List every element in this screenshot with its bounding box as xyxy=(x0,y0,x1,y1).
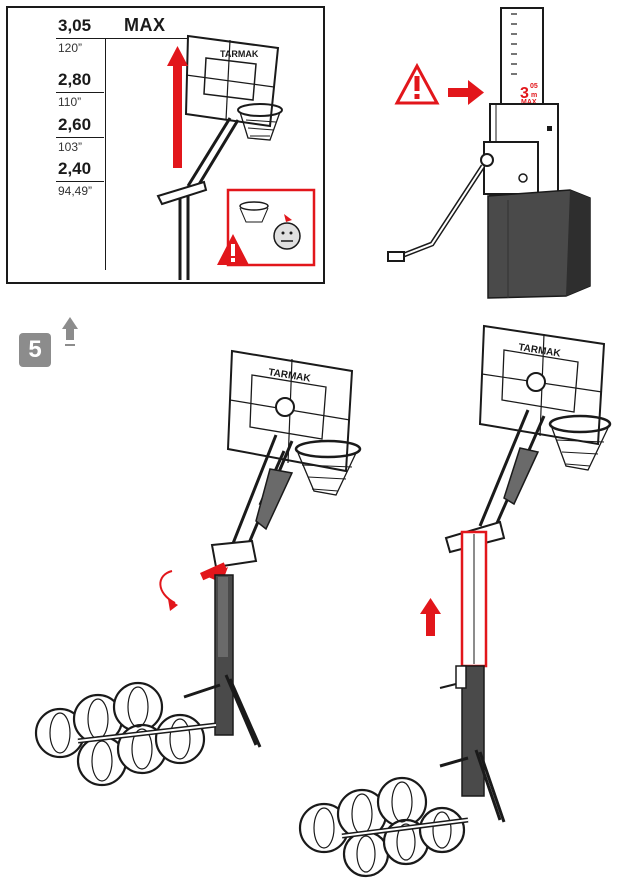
height-2-40-m: 2,40 xyxy=(58,159,92,178)
arrow-right-icon xyxy=(448,80,484,105)
height-120-in: 120” xyxy=(58,41,83,55)
height-scale-line xyxy=(105,38,106,270)
height-divider xyxy=(56,181,104,182)
rotate-icon xyxy=(159,570,176,604)
max-label: MAX xyxy=(124,15,166,35)
hoop-top-illustration: TARMAK xyxy=(156,34,316,280)
height-divider xyxy=(56,92,104,93)
step-number-badge: 5 xyxy=(19,333,51,367)
pole-detail-illustration: 3 05 m MAX xyxy=(387,7,591,299)
hoop-raised-illustration: TARMAK xyxy=(298,324,612,878)
height-adjustment-panel: 3,05 MAX 120” 2,80 110” 2,60 103” 2,40 9… xyxy=(6,6,325,284)
height-divider xyxy=(56,137,104,138)
height-94-49-in: 94,49” xyxy=(58,184,93,198)
hoop-crank-illustration: TARMAK xyxy=(34,349,362,787)
arrow-up-icon xyxy=(62,317,78,346)
height-2-80-m: 2,80 xyxy=(58,70,92,89)
height-divider xyxy=(56,38,188,39)
pole-marker-superscript: 05 xyxy=(530,83,538,90)
height-103-in: 103” xyxy=(58,140,83,154)
pole-marker-value: 3 xyxy=(520,85,529,102)
height-2-60-m: 2,60 xyxy=(58,115,92,134)
pole-marker-unit: m xyxy=(531,92,537,99)
height-110-in: 110” xyxy=(58,95,82,109)
height-3-05-m: 3,05 xyxy=(58,16,92,35)
warning-icon xyxy=(394,62,440,105)
pole-marker-max: MAX xyxy=(521,99,537,106)
brand-label: TARMAK xyxy=(220,49,259,59)
